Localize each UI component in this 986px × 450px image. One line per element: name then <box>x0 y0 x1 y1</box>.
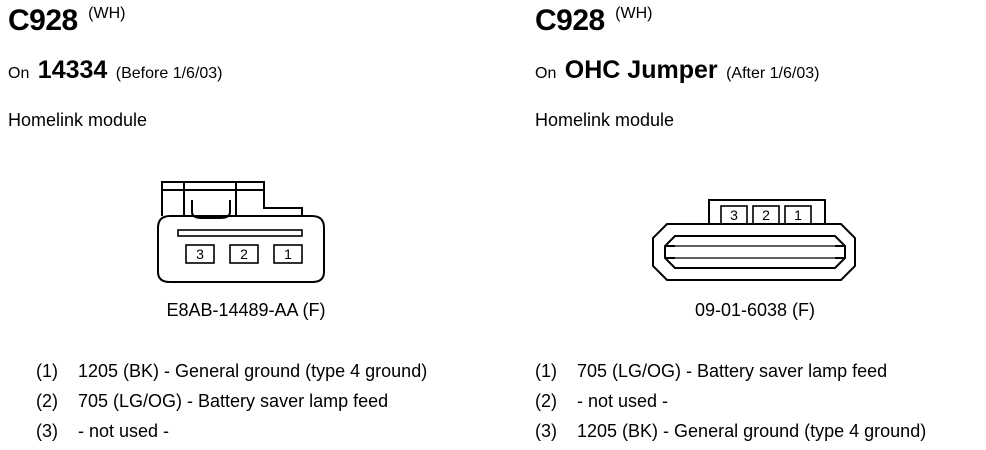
pin-row: (2) - not used - <box>535 386 985 416</box>
pin-box <box>229 244 259 264</box>
module-name: Homelink module <box>535 110 675 130</box>
connector-color: (WH) <box>88 5 126 22</box>
connector-color: (WH) <box>615 5 653 22</box>
mounted-on-line: On 14334 (Before 1/6/03) <box>8 56 223 85</box>
pin-label: 3 <box>196 246 204 262</box>
pin-description: 1205 (BK) - General ground (type 4 groun… <box>577 421 927 441</box>
on-label: On <box>8 65 30 82</box>
connector-code: C928 <box>535 4 605 37</box>
pin-row: (1) 1205 (BK) - General ground (type 4 g… <box>36 356 496 386</box>
on-label: On <box>535 65 557 82</box>
pin-label: 1 <box>284 246 292 262</box>
connector-code: C928 <box>8 4 78 37</box>
date-note: (After 1/6/03) <box>726 65 820 82</box>
connector-face-diagram: 3 2 1 <box>652 199 856 281</box>
pin-position: (2) <box>535 391 557 411</box>
pin-label: 2 <box>762 207 770 223</box>
pin-description: 1205 (BK) - General ground (type 4 groun… <box>78 361 428 381</box>
pin-row: (3) 1205 (BK) - General ground (type 4 g… <box>535 416 985 446</box>
mounted-on-line: On OHC Jumper (After 1/6/03) <box>535 56 819 85</box>
pin-row: (3) - not used - <box>36 416 496 446</box>
pin-block <box>708 199 826 224</box>
pin-box <box>752 205 780 225</box>
connector-header: C928 (WH) <box>8 4 125 38</box>
pin-list: (1) 1205 (BK) - General ground (type 4 g… <box>36 356 496 446</box>
pin-box <box>185 244 215 264</box>
connector-latch <box>161 181 303 216</box>
pin-label: 1 <box>794 207 802 223</box>
connector-key-bar <box>177 229 303 237</box>
pin-position: (2) <box>36 391 58 411</box>
connector-panel-left: C928 (WH) On 14334 (Before 1/6/03) Homel… <box>8 0 498 450</box>
pin-row: (2) 705 (LG/OG) - Battery saver lamp fee… <box>36 386 496 416</box>
pin-position: (1) <box>535 361 557 381</box>
connector-slot <box>664 235 846 269</box>
pin-box <box>273 244 303 264</box>
connector-header: C928 (WH) <box>535 4 652 38</box>
latch-tab <box>191 200 231 219</box>
connector-housing <box>157 215 325 283</box>
connector-face-diagram: 3 2 1 <box>157 181 325 283</box>
pin-list: (1) 705 (LG/OG) - Battery saver lamp fee… <box>535 356 985 446</box>
date-note: (Before 1/6/03) <box>115 65 223 82</box>
pin-label: 3 <box>730 207 738 223</box>
pin-position: (3) <box>36 421 58 441</box>
pin-row: (1) 705 (LG/OG) - Battery saver lamp fee… <box>535 356 985 386</box>
pin-box <box>720 205 748 225</box>
pin-position: (3) <box>535 421 557 441</box>
connector-part-number: E8AB-14489-AA (F) <box>166 300 326 320</box>
mating-part: 14334 <box>37 56 108 84</box>
pin-box <box>784 205 812 225</box>
module-name: Homelink module <box>8 110 148 130</box>
pin-label: 2 <box>240 246 248 262</box>
connector-part-number: 09-01-6038 (F) <box>694 300 816 320</box>
pin-position: (1) <box>36 361 58 381</box>
pin-description: 705 (LG/OG) - Battery saver lamp feed <box>78 391 389 411</box>
connector-housing <box>652 223 856 281</box>
connector-panel-right: C928 (WH) On OHC Jumper (After 1/6/03) H… <box>535 0 986 450</box>
pin-description: - not used - <box>78 421 170 441</box>
mating-part: OHC Jumper <box>564 56 718 84</box>
pin-description: - not used - <box>577 391 669 411</box>
pin-description: 705 (LG/OG) - Battery saver lamp feed <box>577 361 888 381</box>
